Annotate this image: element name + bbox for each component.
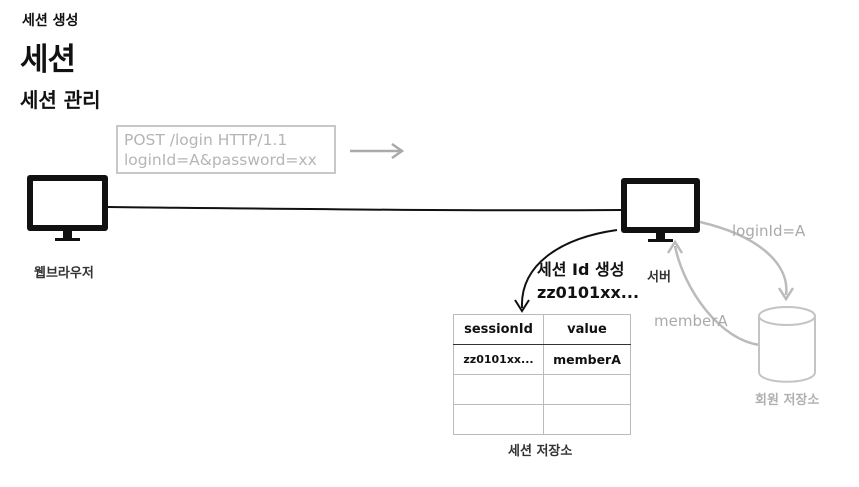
- session-store-label: 세션 저장소: [508, 444, 573, 459]
- header-session-id: sessionId: [453, 314, 544, 345]
- browser-label: 웹브라우저: [34, 266, 94, 281]
- member-label: memberA: [654, 312, 728, 330]
- login-id-label: loginId=A: [732, 222, 806, 240]
- member-return-arrow-icon: [673, 245, 761, 347]
- browser-monitor-icon: [27, 175, 108, 241]
- cell-session-id: [453, 374, 544, 405]
- table-row: [453, 404, 632, 435]
- page-small-title: 세션 생성: [22, 13, 79, 29]
- session-create-arrow-icon: [520, 229, 618, 309]
- request-box: POST /login HTTP/1.1 loginId=A&password=…: [116, 125, 336, 174]
- session-gen-id: zz0101xx...: [537, 283, 640, 302]
- connection-line: [107, 206, 623, 212]
- table-row: [453, 374, 632, 405]
- database-label: 회원 저장소: [755, 393, 820, 408]
- request-line-1: POST /login HTTP/1.1: [124, 131, 288, 149]
- session-gen-text: 세션 Id 생성: [537, 260, 625, 279]
- session-id-annotation: 세션 Id 생성 zz0101xx...: [537, 258, 639, 304]
- cell-value: memberA: [542, 344, 632, 375]
- table-header-row: sessionId value: [453, 314, 632, 345]
- header-value: value: [542, 314, 632, 345]
- page-subtitle: 세션 관리: [20, 88, 101, 112]
- cell-value: [542, 404, 632, 435]
- session-store-table: sessionId value zz0101xx... memberA: [453, 314, 632, 435]
- request-line-2: loginId=A&password=xx: [124, 151, 317, 169]
- cell-value: [542, 374, 632, 405]
- page-title: 세션: [20, 42, 76, 78]
- server-label: 서버: [647, 270, 671, 285]
- cell-session-id: zz0101xx...: [453, 344, 544, 375]
- server-monitor-icon: [621, 178, 700, 242]
- table-row: zz0101xx... memberA: [453, 344, 632, 375]
- database-icon: [758, 306, 816, 383]
- request-arrow-icon: [350, 142, 405, 160]
- login-id-arrow-icon: [699, 220, 788, 296]
- cell-session-id: [453, 404, 544, 435]
